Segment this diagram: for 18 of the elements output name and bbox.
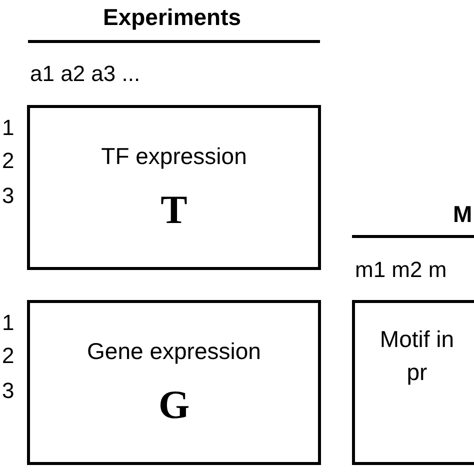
column-heading: Experiments [103,6,242,29]
matrix-title: Motif in pr [378,325,456,387]
column-labels: a1 a2 a3 ... [30,63,140,85]
column-heading: M [453,203,472,226]
row-number: 3 [2,185,14,207]
row-number: 1 [2,312,14,334]
row-number: 1 [2,117,14,139]
row-number: 3 [2,380,14,402]
matrix-box [27,105,321,270]
matrix-title: Gene expression [86,338,262,365]
column-labels: m1 m2 m [355,259,447,281]
row-number: 2 [2,345,14,367]
matrix-box [27,300,321,465]
matrix-title: TF expression [100,143,248,170]
matrix-symbol: T [160,190,188,230]
matrix-symbol: G [157,385,191,425]
matrix-box [352,300,474,465]
row-number: 2 [2,150,14,172]
